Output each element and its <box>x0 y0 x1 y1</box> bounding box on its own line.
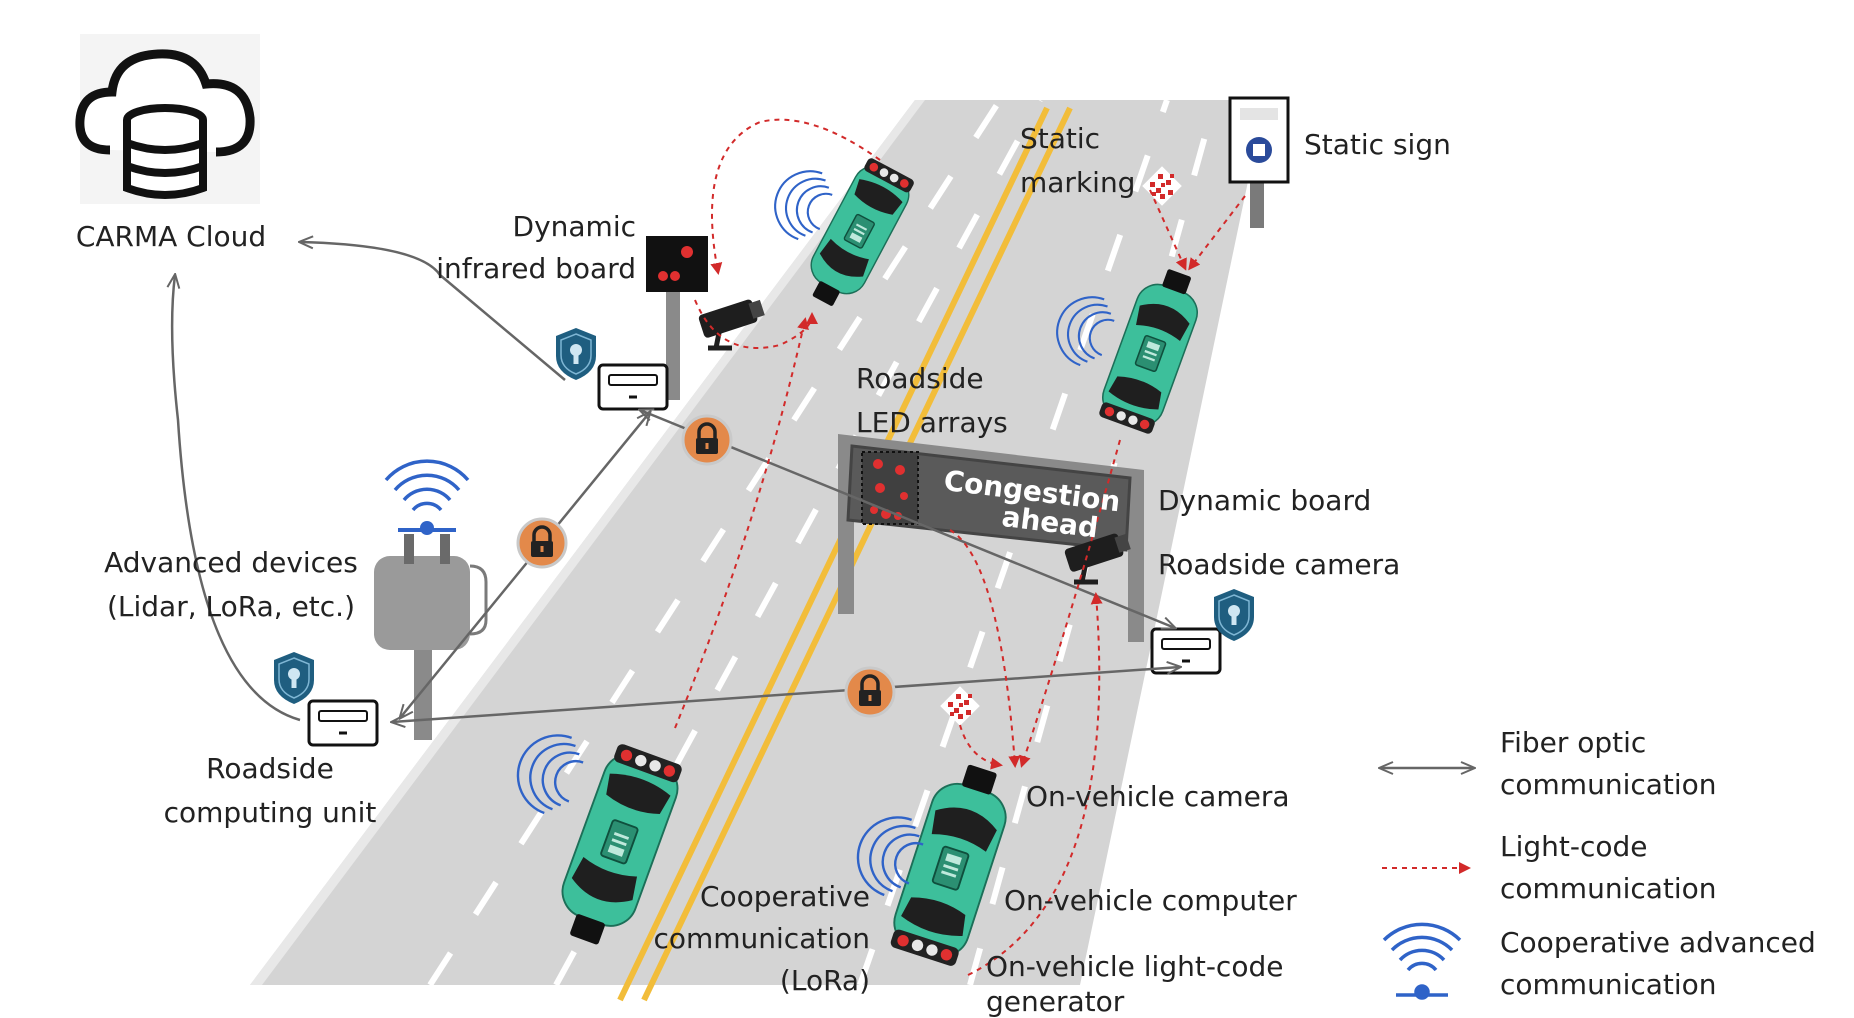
label-advanced-devices-2: (Lidar, LoRa, etc.) <box>106 590 355 623</box>
label-static-marking-2: marking <box>1020 166 1136 199</box>
lock-icon-2 <box>516 517 568 569</box>
label-roadside-camera: Roadside camera <box>1158 548 1401 581</box>
cloud-icon <box>75 34 260 204</box>
label-dynamic-infrared-board-1: Dynamic <box>512 210 636 243</box>
label-on-vehicle-light-code-1: On-vehicle light-code <box>986 950 1284 983</box>
label-static-marking-1: Static <box>1020 122 1101 155</box>
label-rcu-2: computing unit <box>163 796 377 829</box>
legend-coop-2: communication <box>1500 968 1717 1001</box>
wifi-icon-device <box>384 459 470 512</box>
shield-icon-left <box>273 651 315 705</box>
label-rcu-1: Roadside <box>206 752 334 785</box>
legend-fiber-1: Fiber optic <box>1500 726 1647 759</box>
label-static-sign: Static sign <box>1304 128 1451 161</box>
label-cooperative-comm-2: communication <box>653 922 870 955</box>
label-on-vehicle-light-code-2: generator <box>986 985 1125 1018</box>
label-dynamic-board: Dynamic board <box>1158 484 1372 517</box>
rcu-icon-left <box>307 699 379 747</box>
label-advanced-devices-1: Advanced devices <box>104 546 358 579</box>
legend-light-1: Light-code <box>1500 830 1648 863</box>
lock-icon-1 <box>681 414 733 466</box>
label-carma-cloud: CARMA Cloud <box>75 220 267 253</box>
shield-icon-top <box>555 327 597 381</box>
label-on-vehicle-camera: On-vehicle camera <box>1026 780 1290 813</box>
rcu-icon-top <box>597 363 669 411</box>
label-dynamic-infrared-board-2: infrared board <box>436 252 636 285</box>
light-code-links <box>674 118 1246 976</box>
label-roadside-led-arrays-2: LED arrays <box>856 406 1008 439</box>
label-cooperative-comm-1: Cooperative <box>699 880 870 913</box>
label-roadside-led-arrays-1: Roadside <box>856 362 984 395</box>
dynamic-infrared-board <box>646 236 708 400</box>
legend-symbols <box>1380 768 1474 1000</box>
label-cooperative-comm-3: (LoRa) <box>779 964 870 997</box>
lock-icon-3 <box>844 666 896 718</box>
legend-coop-1: Cooperative advanced <box>1500 926 1816 959</box>
rcu-icon-right <box>1150 627 1222 675</box>
legend-wifi-icon <box>1382 922 1462 1000</box>
legend-light-2: communication <box>1500 872 1717 905</box>
label-on-vehicle-computer: On-vehicle computer <box>1004 884 1297 917</box>
static-sign <box>1228 96 1290 228</box>
legend-fiber-2: communication <box>1500 768 1717 801</box>
